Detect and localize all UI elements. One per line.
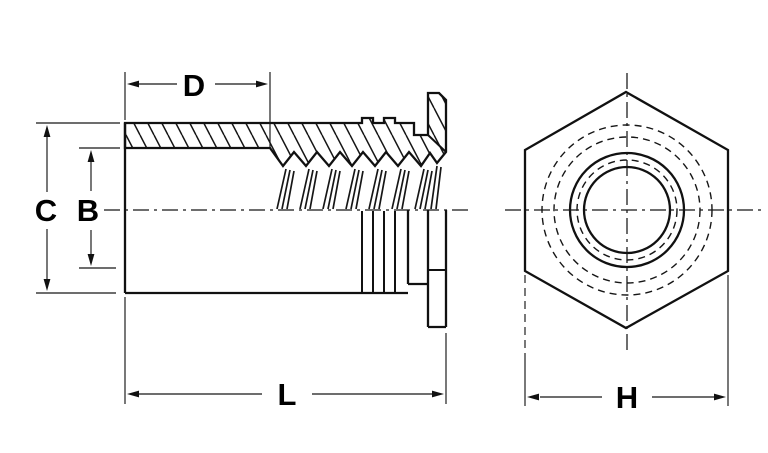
d-extension-lines: [124, 72, 271, 147]
h-arrowhead-left: [527, 393, 539, 401]
hex-flange-outline: [523, 90, 730, 330]
sectioned-wall-hatched: [123, 91, 448, 168]
dimension-D: D: [124, 68, 271, 147]
dimension-B: B: [77, 147, 120, 269]
l-arrowhead-right: [432, 390, 444, 398]
l-arrowhead-left: [127, 390, 139, 398]
flange-chamfer-line: [427, 134, 447, 153]
b-arrowhead-up: [87, 150, 95, 162]
dimension-L: L: [124, 297, 447, 412]
knurl-groove-lines: [361, 211, 396, 292]
flange-lower-outline: [426, 210, 448, 329]
hex-end-view: [505, 73, 763, 350]
l-extension-lines: [124, 297, 447, 404]
dim-label-c: C: [35, 193, 57, 228]
side-section-view: [104, 91, 468, 329]
thread-flank-lines: [276, 165, 442, 210]
dim-label-l: L: [278, 377, 297, 412]
b-arrowhead-down: [87, 254, 95, 266]
dim-label-h: H: [616, 380, 638, 415]
dim-label-b: B: [77, 193, 99, 228]
d-arrowhead-right: [256, 80, 268, 88]
dimension-C: C: [35, 122, 120, 294]
c-extension-lines: [36, 122, 120, 294]
dimension-H: H: [524, 275, 729, 415]
d-arrowhead-left: [127, 80, 139, 88]
c-arrowhead-up: [43, 125, 51, 137]
h-arrowhead-right: [714, 393, 726, 401]
dim-label-d: D: [183, 68, 205, 103]
c-arrowhead-down: [43, 279, 51, 291]
b-extension-lines: [79, 147, 120, 269]
shank-step-lines: [406, 210, 428, 286]
